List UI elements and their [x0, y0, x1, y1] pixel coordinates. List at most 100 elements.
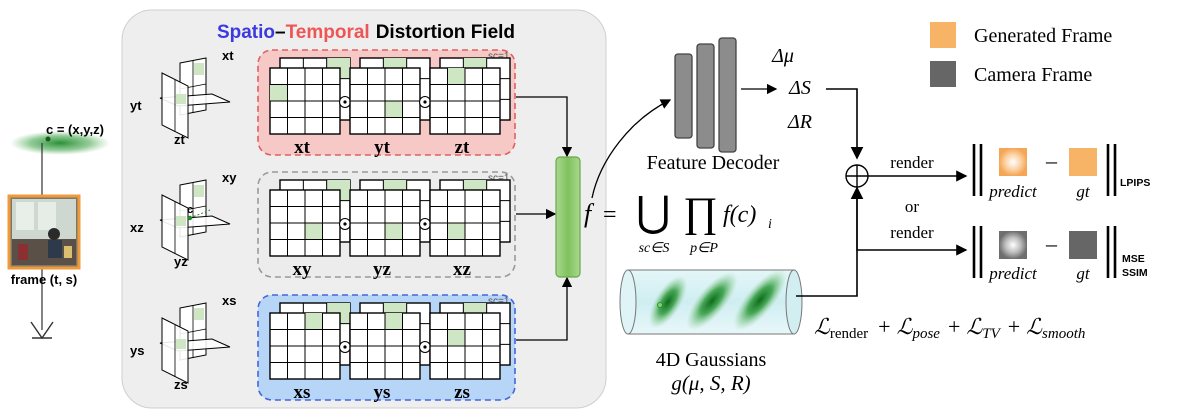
- plane-label: yz: [373, 259, 392, 280]
- axis-label: zs: [174, 377, 188, 392]
- svg-text:–: –: [1045, 231, 1058, 256]
- plane-label: zt: [455, 137, 470, 158]
- fine-grid: [349, 312, 421, 380]
- gt-label-2: gt: [1076, 264, 1091, 283]
- loss-mse-ssim: – predict gt MSE SSIM: [972, 226, 1148, 283]
- point-c: [45, 136, 51, 142]
- sum-node-icon: [845, 164, 869, 188]
- title-rest: Distortion Field: [376, 22, 515, 43]
- legend-label-generated: Generated Frame: [974, 25, 1112, 47]
- scale-label-1: sc=1: [488, 51, 510, 62]
- loss-term-render-sub: render: [830, 326, 868, 342]
- formula: f = ⋃ ∏ f(c) i sc∈S p∈P: [584, 190, 772, 256]
- formula-prod-sub: p∈P: [689, 241, 718, 256]
- plane-label: ys: [374, 382, 391, 403]
- title-temporal: Temporal: [286, 22, 370, 43]
- loss-term-pose: ℒ: [897, 314, 914, 339]
- plane-label: zs: [454, 382, 470, 403]
- output-delta-r: ΔR: [787, 111, 812, 133]
- plane-label: xs: [294, 382, 311, 403]
- metric-lpips: LPIPS: [1120, 177, 1150, 189]
- gaussian-2: [686, 271, 738, 331]
- formula-term-sub: i: [768, 217, 772, 232]
- axes3d-group-1: xt yt zt: [130, 48, 234, 147]
- gaussians-label: 4D Gaussians: [656, 349, 767, 371]
- gaussian-3: [733, 269, 787, 331]
- plane-label: yt: [374, 137, 391, 158]
- loss-term-smooth-sub: smooth: [1042, 326, 1085, 342]
- output-delta-mu: Δμ: [771, 45, 794, 67]
- axis-label: xy: [222, 170, 237, 185]
- camera-frame-image: [7, 194, 81, 270]
- fine-grid: [269, 189, 341, 257]
- axis-label: ys: [130, 343, 144, 358]
- legend-swatch-generated: [930, 22, 956, 48]
- fine-grid: [429, 312, 501, 380]
- axis-label: xs: [222, 293, 236, 308]
- plane-group-spatial: sc=1sc=2xyyzxz: [257, 171, 516, 280]
- fine-grid: [269, 312, 341, 380]
- gaussians-tube: [619, 269, 803, 335]
- formula-prod: ∏: [683, 190, 718, 236]
- loss-term-pose-sub: pose: [911, 326, 940, 342]
- arrow-gaussians-to-sum: [796, 186, 864, 297]
- formula-union: ⋃: [636, 190, 670, 236]
- predict-label-2: predict: [988, 264, 1038, 283]
- legend-label-camera: Camera Frame: [974, 64, 1092, 86]
- point-label: c = (x,y,z): [46, 122, 104, 137]
- axis-label: xt: [222, 48, 234, 63]
- plane-label: xt: [294, 137, 311, 158]
- gaussian-blob: [10, 131, 110, 155]
- render-label-2: render: [890, 223, 934, 242]
- arrow-render-2: [856, 188, 968, 256]
- fine-grid: [429, 189, 501, 257]
- title-spatio: Spatio: [217, 22, 275, 43]
- feature-decoder-icon: [674, 37, 737, 153]
- plane-group-temporal: sc=1sc=2xtytzt: [257, 49, 516, 158]
- gt-orange-swatch: [1069, 148, 1097, 176]
- pred-gray-swatch: [999, 231, 1027, 259]
- metric-ssim: SSIM: [1122, 267, 1148, 279]
- fine-grid: [269, 67, 341, 135]
- arrow-temporal-to-bar: [516, 96, 573, 158]
- arrow-outputs-to-sum: [826, 88, 864, 160]
- fine-grid: [349, 189, 421, 257]
- svg-text:–: –: [1045, 148, 1058, 173]
- formula-union-sub: sc∈S: [639, 241, 670, 256]
- axis-label: yz: [174, 254, 188, 269]
- axis-label: xz: [130, 220, 144, 235]
- fine-grid: [349, 67, 421, 135]
- title-dash: –: [275, 22, 286, 43]
- loss-term-tv: ℒ: [966, 314, 983, 339]
- render-label-1: render: [890, 153, 934, 172]
- loss-equation: ℒrender+ℒpose+ℒTV+ℒsmooth: [814, 314, 1085, 342]
- or-label: or: [905, 197, 920, 216]
- frame-label: frame (t, s): [11, 272, 77, 287]
- legend-swatch-camera: [930, 61, 956, 87]
- metric-mse: MSE: [1122, 253, 1145, 265]
- output-delta-s: ΔS: [788, 77, 811, 99]
- loss-term-render: ℒ: [814, 314, 831, 339]
- formula-term: f(c): [723, 202, 756, 228]
- fine-grid: [429, 67, 501, 135]
- formula-eq: =: [603, 202, 617, 228]
- gaussian-1: [648, 275, 688, 329]
- decoder-label: Feature Decoder: [647, 152, 780, 174]
- feature-vector-bar: [555, 156, 581, 278]
- loss-lpips: – predict gt LPIPS: [972, 144, 1150, 201]
- panel-title: Spatio–Temporal Distortion Field: [217, 22, 515, 43]
- axis-label: yt: [130, 98, 142, 113]
- plane-group-scale: sc=1sc=2xsyszs: [257, 294, 516, 403]
- gt-label-1: gt: [1076, 182, 1091, 201]
- scale-label-1: sc=1: [488, 173, 510, 184]
- scale-label-1: sc=1: [488, 296, 510, 307]
- plane-label: xy: [293, 259, 313, 280]
- plane-label: xz: [453, 259, 472, 280]
- axis-label: zt: [174, 132, 186, 147]
- pred-orange-swatch: [999, 148, 1027, 176]
- formula-lhs: f: [584, 199, 595, 228]
- predict-label-1: predict: [988, 182, 1038, 201]
- loss-term-tv-sub: TV: [982, 326, 1001, 342]
